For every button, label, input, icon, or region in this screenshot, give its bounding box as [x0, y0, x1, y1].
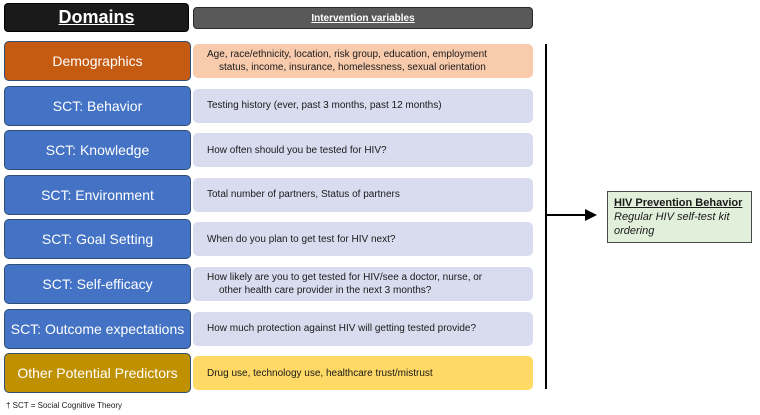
domain-box: Demographics: [4, 41, 191, 81]
variable-box: How much protection against HIV will get…: [193, 311, 533, 346]
variable-text: How much protection against HIV will get…: [207, 323, 477, 335]
variable-box: How often should you be tested for HIV?: [193, 133, 533, 168]
variable-text: Age, race/ethnicity, location, risk grou…: [207, 49, 487, 60]
intervention-variables-header: Intervention variables: [193, 7, 533, 29]
footnote: † SCT = Social Cognitive Theory: [6, 401, 122, 410]
variable-text: Testing history (ever, past 3 months, pa…: [207, 100, 442, 112]
domain-box: SCT: Behavior: [4, 85, 191, 126]
variable-box: Drug use, technology use, healthcare tru…: [193, 356, 533, 391]
variable-text: Total number of partners, Status of part…: [207, 189, 400, 201]
domain-box: SCT: Environment: [4, 174, 191, 215]
variable-text: How likely are you to get tested for HIV…: [207, 272, 483, 283]
domain-box: Other Potential Predictors: [4, 353, 191, 394]
variable-box: Total number of partners, Status of part…: [193, 177, 533, 212]
variable-text: How often should you be tested for HIV?: [207, 144, 387, 156]
intervention-variables-label: Intervention variables: [311, 12, 415, 24]
variable-box: How likely are you to get tested for HIV…: [193, 267, 533, 301]
variable-box: Age, race/ethnicity, location, risk grou…: [193, 44, 533, 78]
outcome-box: HIV Prevention Behavior Regular HIV self…: [607, 191, 752, 243]
domain-box: SCT: Knowledge: [4, 130, 191, 171]
variable-box: Testing history (ever, past 3 months, pa…: [193, 88, 533, 123]
variable-text-continued: other health care provider in the next 3…: [219, 285, 432, 296]
outcome-title: HIV Prevention Behavior: [614, 197, 743, 209]
variable-text: When do you plan to get test for HIV nex…: [207, 233, 396, 245]
arrow-head-icon: [585, 209, 597, 221]
domain-box: SCT: Self-efficacy: [4, 264, 191, 304]
arrow-shaft: [547, 214, 587, 216]
variable-text: Drug use, technology use, healthcare tru…: [207, 367, 433, 379]
domains-header-label: Domains: [58, 7, 135, 27]
domain-box: SCT: Goal Setting: [4, 219, 191, 260]
outcome-subtitle: Regular HIV self-test kit ordering: [614, 211, 730, 237]
variable-box: When do you plan to get test for HIV nex…: [193, 222, 533, 257]
domains-header: Domains: [4, 3, 189, 32]
bracket-line: [545, 44, 547, 389]
domain-box: SCT: Outcome expectations: [4, 308, 191, 349]
variable-text-continued: status, income, insurance, homelessness,…: [219, 62, 486, 73]
